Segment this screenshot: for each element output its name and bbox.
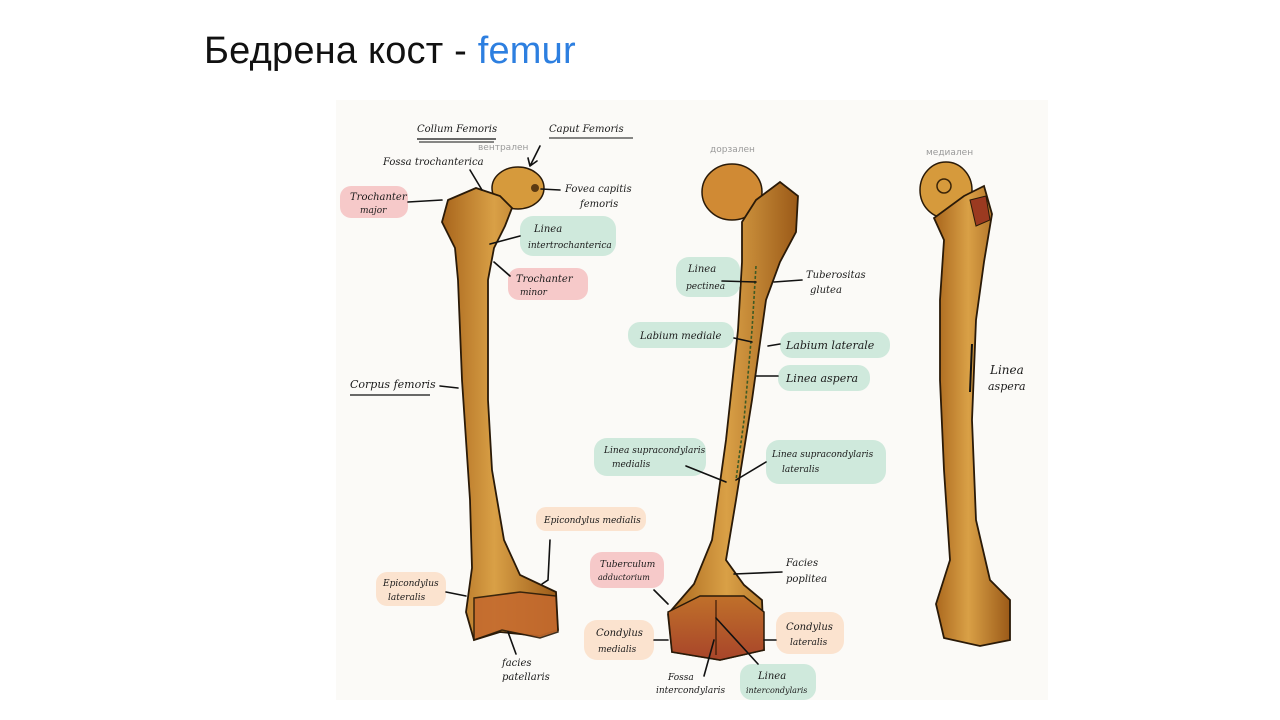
slide-title: Бедрена кост - femur: [204, 30, 576, 73]
view-label-medial: медиален: [926, 148, 973, 158]
label-facies-patellaris-1: facies: [501, 658, 532, 669]
label-box-linea-pectinea: [676, 257, 740, 297]
label-linea-supracondylaris-medialis-1: Linea supracondylaris: [603, 446, 706, 456]
label-box-epicondylus-lateralis: [376, 572, 446, 606]
label-box-condylus-lateralis: [776, 612, 844, 654]
label-linea-aspera-medial-1: Linea: [989, 363, 1024, 377]
label-box-trochanter-minor: [508, 268, 588, 300]
label-linea-intercondylaris-1: Linea: [757, 671, 786, 682]
label-box-tuberculum-adductorium: [590, 552, 664, 588]
femur-anterior-view: вентрален Collum Femoris Caput Femoris F…: [340, 124, 646, 683]
label-box-labium-laterale: [780, 332, 890, 358]
label-condylus-medialis-1: Condylus: [596, 628, 643, 639]
label-fossa-trochanterica: Fossa trochanterica: [382, 157, 484, 168]
femur-shaft-posterior: [667, 180, 799, 661]
label-epicondylus-lateralis-2: lateralis: [388, 593, 426, 603]
femoral-head-anterior: [491, 166, 545, 210]
label-tuberculum-adductorium-1: Tuberculum: [600, 560, 655, 570]
femur-medial-view: медиален Linea aspera: [919, 148, 1026, 647]
label-fossa-intercondylaris-1: Fossa: [667, 673, 694, 683]
label-linea-aspera-medial-2: aspera: [988, 380, 1026, 393]
label-condylus-medialis-2: medialis: [598, 645, 637, 655]
label-epicondylus-lateralis-1: Epicondylus: [382, 579, 439, 589]
label-facies-patellaris-2: patellaris: [502, 672, 550, 683]
label-labium-mediale: Labium mediale: [639, 331, 721, 342]
view-label-anterior: вентрален: [478, 143, 528, 153]
label-linea-intertrochanterica-1: Linea: [533, 224, 562, 235]
label-box-linea-intertrochanterica: [520, 216, 616, 256]
label-facies-poplitea-2: poplitea: [786, 574, 827, 585]
label-box-linea-intercondylaris: [740, 664, 816, 700]
femur-shaft-medial: [932, 184, 1011, 647]
femur-posterior-view: дорзален Linea pectinea Tuberositas glut…: [584, 145, 890, 700]
distal-condyles-anterior: [473, 591, 559, 642]
label-linea-pectinea-2: pectinea: [686, 282, 725, 292]
label-collum-femoris: Collum Femoris: [417, 124, 497, 135]
label-linea-supracondylaris-medialis-2: medialis: [612, 460, 651, 470]
label-condylus-lateralis-1: Condylus: [786, 622, 833, 633]
label-corpus-femoris: Corpus femoris: [350, 378, 436, 391]
label-linea-supracondylaris-lateralis-1: Linea supracondylaris: [771, 450, 874, 460]
femoral-head-posterior: [701, 163, 763, 221]
label-tuberositas-glutea-2: glutea: [810, 285, 842, 296]
label-fovea-capitis-2: femoris: [579, 199, 618, 210]
label-trochanter-minor-2: minor: [520, 288, 548, 298]
label-fovea-capitis-1: Fovea capitis: [564, 184, 632, 195]
label-caput-femoris: Caput Femoris: [549, 124, 624, 135]
label-trochanter-minor-1: Trochanter: [516, 274, 574, 285]
label-box-linea-supracondylaris-lateralis: [766, 440, 886, 484]
label-trochanter-major-2: major: [360, 206, 387, 216]
label-box-labium-mediale: [628, 322, 734, 348]
label-box-linea-supracondylaris-medialis: [594, 438, 706, 476]
label-box-linea-aspera: [778, 365, 870, 391]
title-accent: femur: [477, 30, 576, 72]
label-linea-supracondylaris-lateralis-2: lateralis: [782, 465, 820, 475]
label-linea-intertrochanterica-2: intertrochanterica: [528, 241, 612, 251]
label-facies-poplitea-1: Facies: [785, 558, 818, 569]
label-tuberculum-adductorium-2: adductorium: [598, 573, 650, 582]
label-box-epicondylus-medialis: [536, 507, 646, 531]
label-fossa-intercondylaris-2: intercondylaris: [656, 686, 725, 696]
label-condylus-lateralis-2: lateralis: [790, 638, 828, 648]
view-label-posterior: дорзален: [710, 145, 755, 155]
label-linea-aspera: Linea aspera: [785, 372, 858, 385]
label-tuberositas-glutea-1: Tuberositas: [806, 270, 866, 281]
label-epicondylus-medialis: Epicondylus medialis: [543, 516, 641, 526]
label-box-condylus-medialis: [584, 620, 654, 660]
label-box-trochanter-major: [340, 186, 408, 218]
label-trochanter-major-1: Trochanter: [350, 192, 408, 203]
label-labium-laterale: Labium laterale: [785, 339, 875, 352]
title-main: Бедрена кост -: [204, 30, 478, 72]
fovea-capitis-mark: [531, 184, 539, 192]
label-linea-intercondylaris-2: intercondylaris: [746, 686, 807, 695]
label-linea-pectinea-1: Linea: [687, 264, 716, 275]
